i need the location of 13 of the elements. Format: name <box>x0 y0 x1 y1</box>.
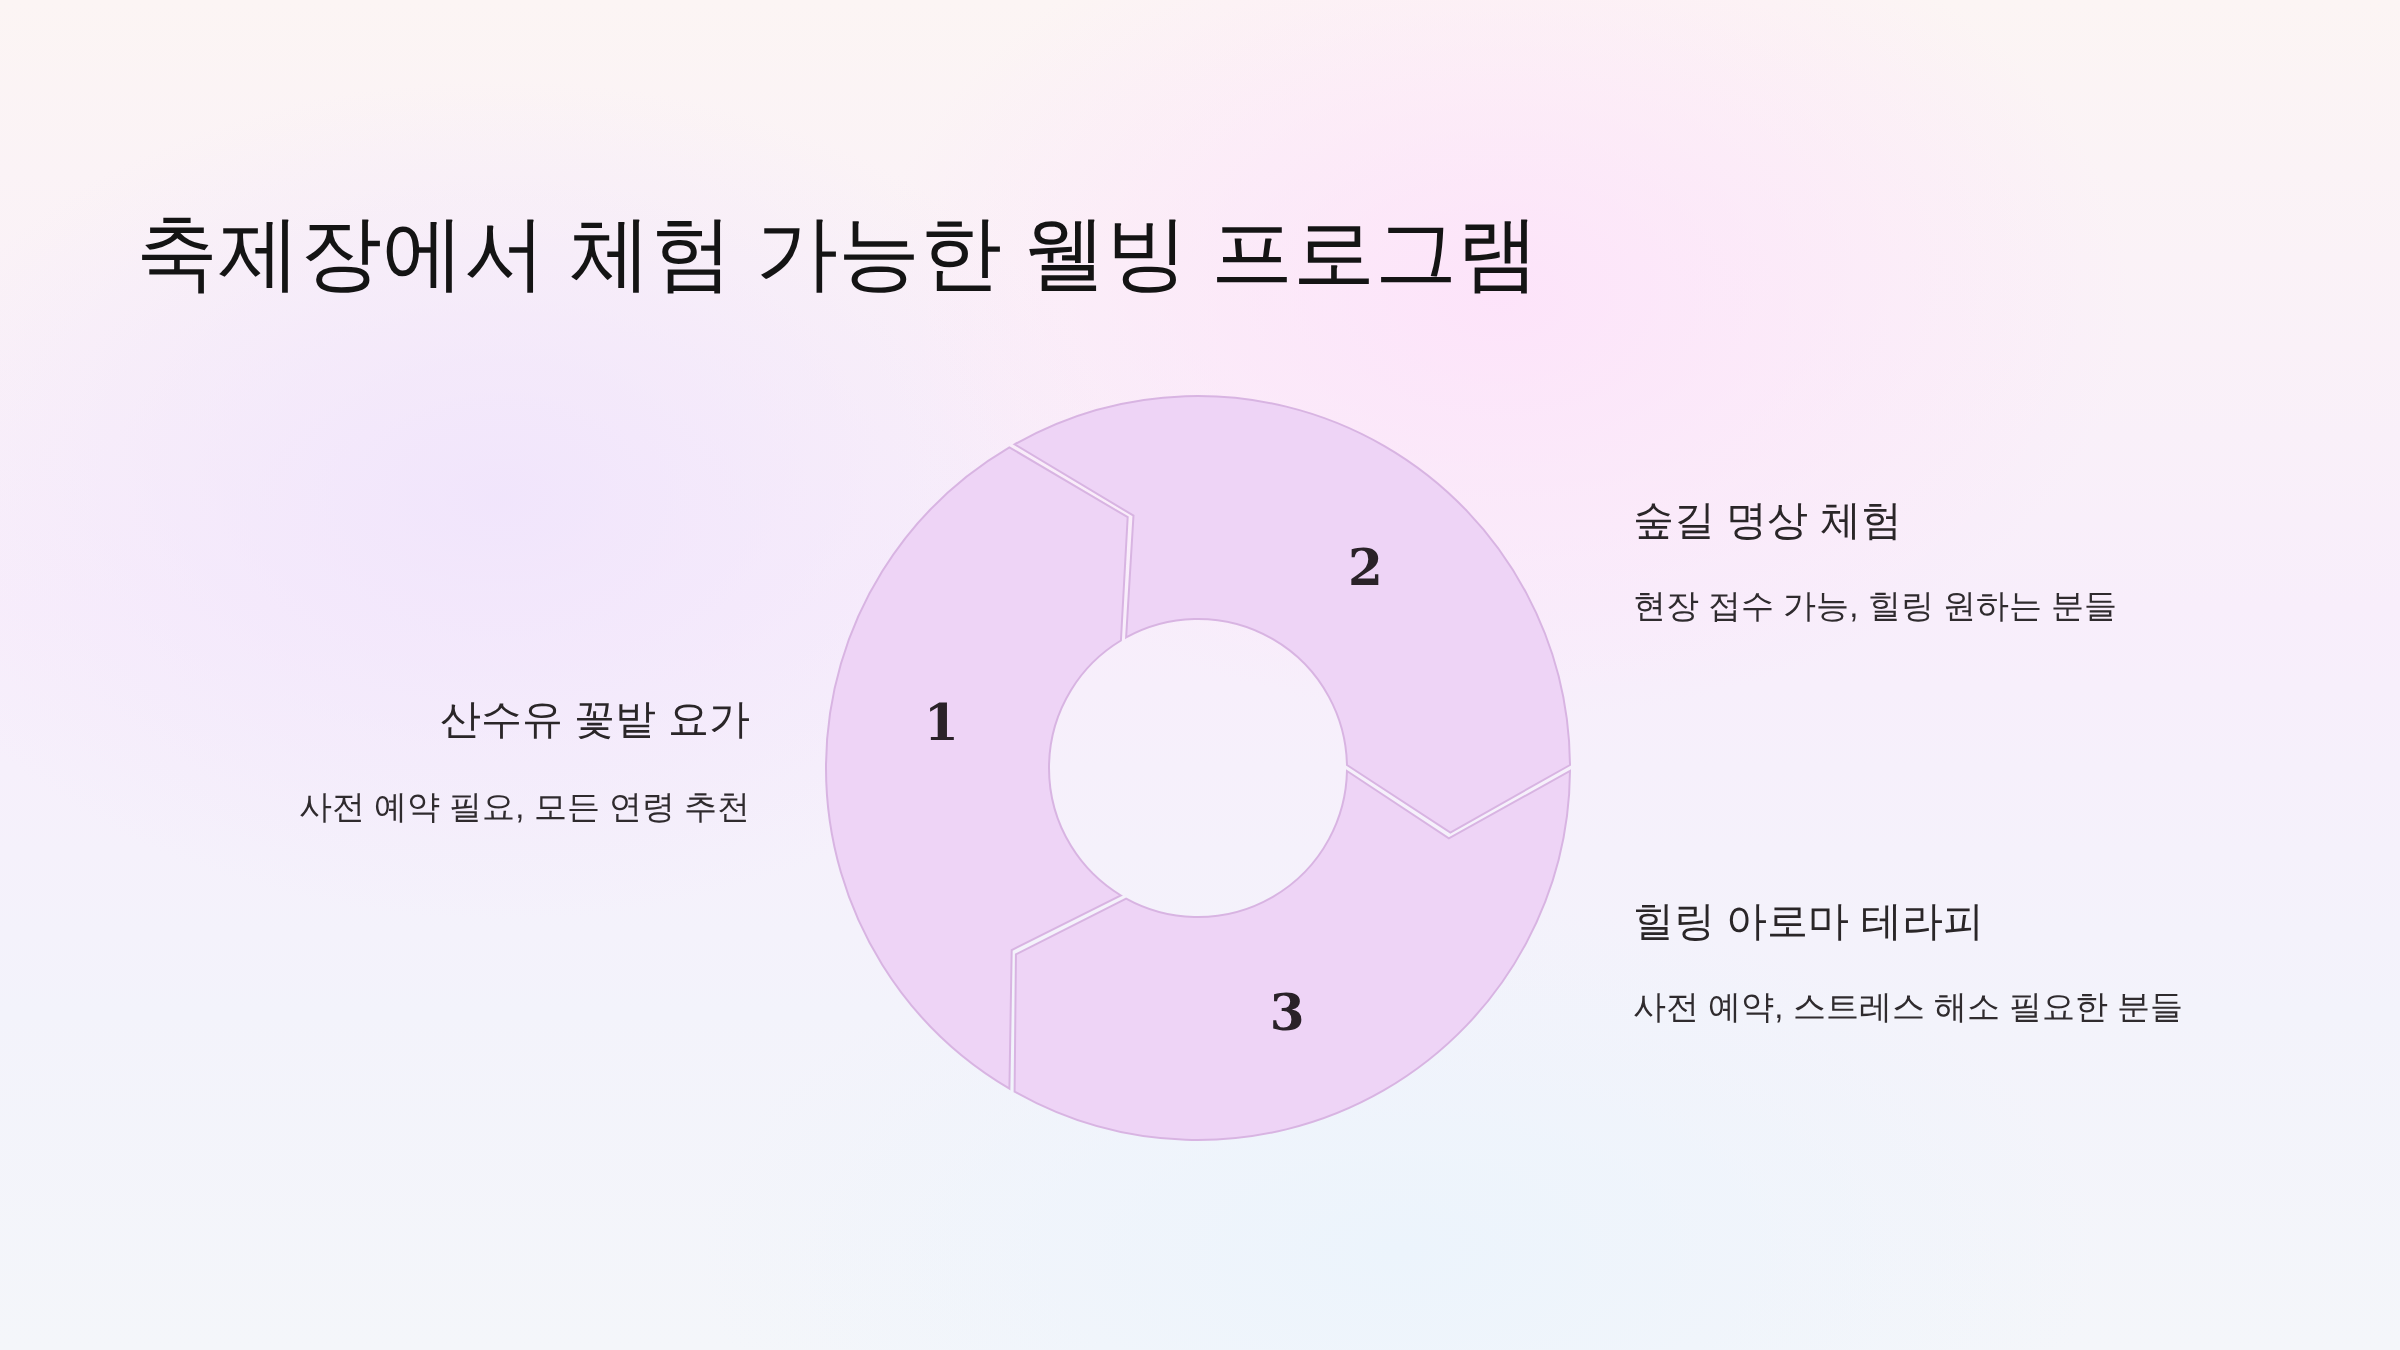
step-number: 3 <box>1269 987 1305 1038</box>
step-title: 숲길 명상 체험 <box>1633 495 1902 545</box>
step-number: 1 <box>924 697 959 748</box>
step-number: 2 <box>1348 543 1383 594</box>
arrow-segment <box>824 445 1130 1091</box>
arrow-segment <box>1013 394 1572 835</box>
step-description: 사전 예약 필요, 모든 연령 추천 <box>299 787 750 827</box>
step-title: 힐링 아로마 테라피 <box>1633 896 1984 946</box>
step-description: 사전 예약, 스트레스 해소 필요한 분들 <box>1633 987 2183 1027</box>
page-title: 축제장에서 체험 가능한 웰빙 프로그램 <box>136 206 1540 300</box>
step-title: 산수유 꽃밭 요가 <box>440 694 750 744</box>
arrow-segment <box>1013 769 1572 1142</box>
step-description: 현장 접수 가능, 힐링 원하는 분들 <box>1633 586 2117 626</box>
